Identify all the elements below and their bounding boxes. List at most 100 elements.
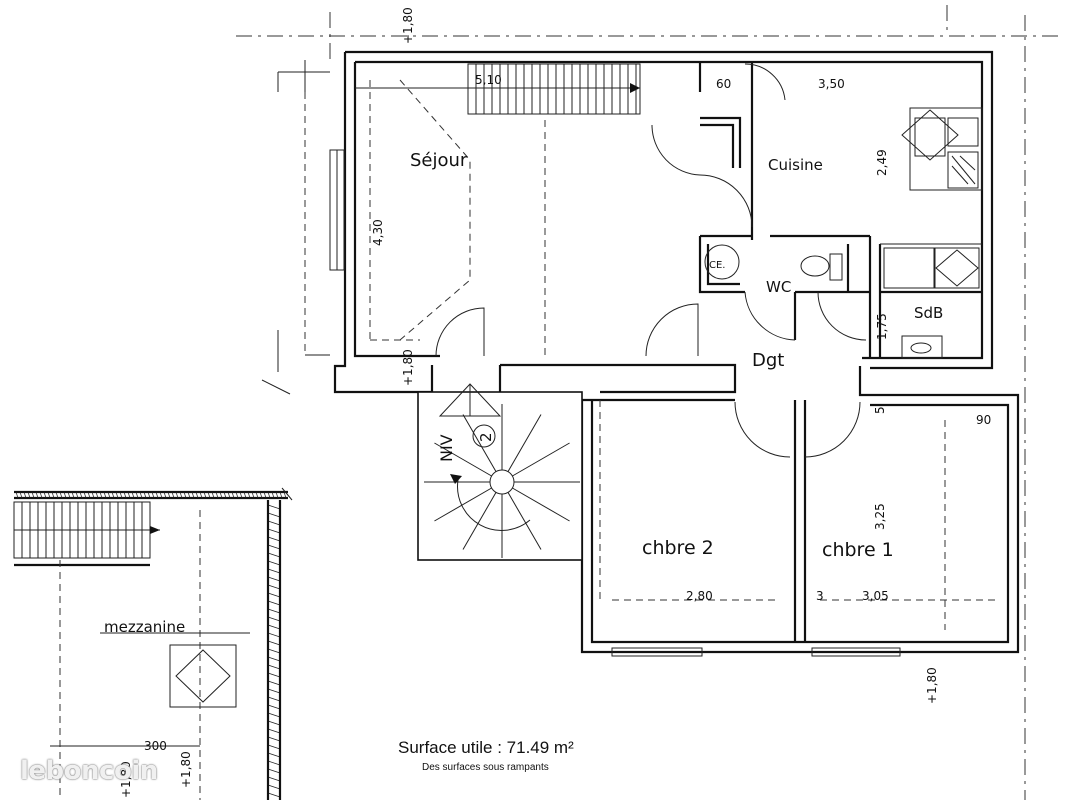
stair-tread bbox=[215, 491, 219, 499]
stair-tread bbox=[223, 491, 227, 499]
stair-tread bbox=[111, 491, 115, 499]
stair-tread bbox=[267, 792, 281, 798]
stair-tread bbox=[51, 491, 55, 499]
stair-tread bbox=[267, 760, 281, 766]
toilet-icon bbox=[800, 255, 830, 277]
dim-90: 90 bbox=[976, 413, 991, 427]
room-label-cuisine: Cuisine bbox=[768, 156, 823, 174]
stair-tread bbox=[99, 491, 103, 499]
stair-tread bbox=[179, 491, 183, 499]
stair-tread bbox=[135, 491, 139, 499]
stair-tread bbox=[87, 491, 91, 499]
stair-tread bbox=[267, 752, 281, 758]
stair-tread bbox=[19, 491, 23, 499]
height-180-right: +1,80 bbox=[925, 667, 939, 704]
stair-tread bbox=[267, 600, 281, 606]
reference-lines bbox=[236, 5, 1060, 800]
room-label-mezzanine: mezzanine bbox=[104, 618, 185, 636]
room-labels: Séjour Cuisine CE. WC SdB Dgt chbre 2 ch… bbox=[104, 150, 943, 636]
dim-5: 5 bbox=[873, 406, 887, 414]
dim-430: 4,30 bbox=[371, 219, 385, 246]
stair-tread bbox=[507, 492, 542, 550]
stair-tread bbox=[267, 504, 281, 510]
stair-tread bbox=[183, 491, 187, 499]
dim-3: 3 bbox=[816, 589, 824, 603]
stair-tread bbox=[187, 491, 191, 499]
room-label-sejour: Séjour bbox=[410, 150, 468, 171]
stair-tread bbox=[255, 491, 259, 499]
stair-tread bbox=[23, 491, 27, 499]
stair-tread bbox=[267, 696, 281, 702]
stair-tread bbox=[127, 491, 131, 499]
stair-tread bbox=[115, 491, 119, 499]
stair-tread bbox=[267, 712, 281, 718]
dim-280: 2,80 bbox=[686, 589, 713, 603]
stair-tread bbox=[434, 487, 492, 522]
stair-tread bbox=[199, 491, 203, 499]
stair-tread bbox=[219, 491, 223, 499]
dim-300: 300 bbox=[144, 739, 167, 753]
stair-tread bbox=[267, 560, 281, 566]
stair-tread bbox=[167, 491, 171, 499]
stair-tread bbox=[47, 491, 51, 499]
stair-tread bbox=[267, 720, 281, 726]
stair-tread bbox=[191, 491, 195, 499]
stair-tread bbox=[67, 491, 71, 499]
dim-60: 60 bbox=[716, 77, 731, 91]
stair-tread bbox=[267, 592, 281, 598]
stair-tread bbox=[171, 491, 175, 499]
stair-tread bbox=[155, 491, 159, 499]
stair-tread bbox=[267, 616, 281, 622]
stair-tread bbox=[267, 776, 281, 782]
room-label-chbre1: chbre 1 bbox=[822, 539, 894, 561]
stair-tread bbox=[175, 491, 179, 499]
stair-tread bbox=[267, 664, 281, 670]
room-label-sdb: SdB bbox=[914, 304, 943, 322]
stair-tread bbox=[239, 491, 243, 499]
room-label-wc: WC bbox=[766, 278, 791, 296]
stair-tread bbox=[267, 512, 281, 518]
stair-tread bbox=[15, 491, 19, 499]
stair-tread bbox=[267, 552, 281, 558]
stair-tread bbox=[119, 491, 123, 499]
height-180-top: +1,80 bbox=[401, 7, 415, 44]
stair-tread bbox=[159, 491, 163, 499]
stair-tread bbox=[267, 491, 271, 499]
stair-tread bbox=[163, 491, 167, 499]
stair-tread bbox=[247, 491, 251, 499]
stair-tread bbox=[79, 491, 83, 499]
stair-tread bbox=[259, 491, 263, 499]
stair-tread bbox=[59, 491, 63, 499]
stair-tread bbox=[267, 624, 281, 630]
surface-caption: Surface utile : 71.49 m² bbox=[398, 738, 574, 757]
stair-tread bbox=[75, 491, 79, 499]
height-180-mezz-left: +1,80 bbox=[119, 761, 133, 798]
stair-tread bbox=[195, 491, 199, 499]
straight-staircase bbox=[355, 63, 641, 115]
interior-walls bbox=[698, 62, 982, 358]
stair-tread bbox=[267, 528, 281, 534]
dim-305: 3,05 bbox=[862, 589, 889, 603]
height-180-mezz: +1,80 bbox=[179, 751, 193, 788]
stair-tread bbox=[139, 491, 143, 499]
stair-tread bbox=[267, 632, 281, 638]
doors bbox=[435, 63, 867, 458]
stair-tread bbox=[267, 656, 281, 662]
dim-350: 3,50 bbox=[818, 77, 845, 91]
surface-note: Des surfaces sous rampants bbox=[422, 762, 549, 773]
stair-tread bbox=[267, 640, 281, 646]
stair-tread bbox=[267, 544, 281, 550]
fixtures bbox=[704, 107, 983, 359]
mezzanine-plan bbox=[13, 487, 293, 800]
stair-tread bbox=[267, 536, 281, 542]
stair-tread bbox=[275, 491, 279, 499]
level-number: 2 bbox=[477, 432, 495, 442]
height-180-middle: +1,80 bbox=[401, 349, 415, 386]
stair-tread bbox=[267, 688, 281, 694]
stair-tread bbox=[231, 491, 235, 499]
stair-tread bbox=[151, 491, 155, 499]
stair-tread bbox=[27, 491, 31, 499]
level-label: NIV bbox=[437, 434, 456, 462]
spiral-staircase bbox=[417, 383, 583, 561]
